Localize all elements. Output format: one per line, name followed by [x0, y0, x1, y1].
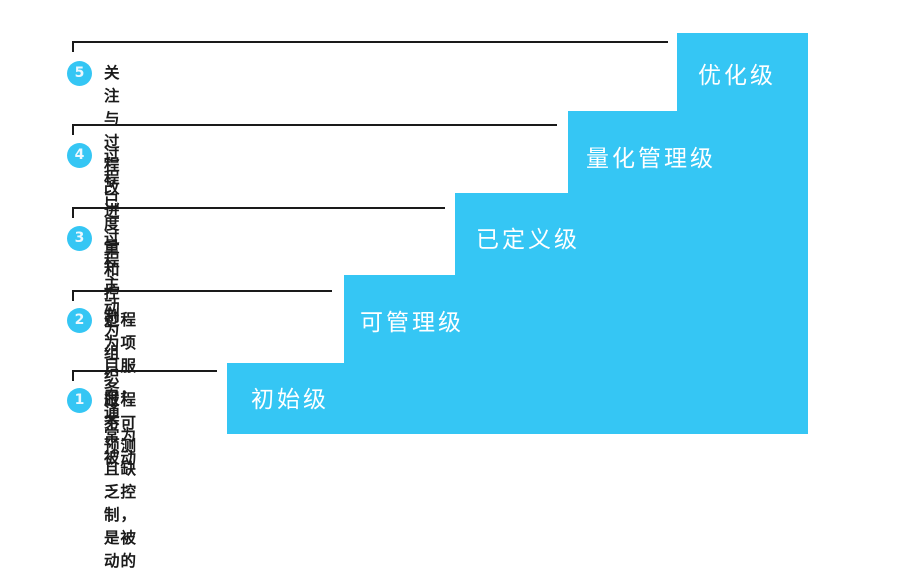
step-block-5	[677, 33, 808, 111]
annotation-text-2: 过程为项目服务，通 常为被动	[104, 311, 138, 467]
annotation-text-4: 过程已度量和控制	[104, 146, 121, 325]
maturity-staircase-diagram: 初始级 可管理级 已定义级 量化管理级 优化级 5 关注与过程改进 4 过程已度…	[67, 33, 808, 570]
annotation-badge-5: 5	[67, 61, 92, 86]
step-label-2: 可管理级	[360, 310, 464, 336]
annotation-badge-2: 2	[67, 308, 92, 333]
annotation-text-1: 过程不可预测 且缺乏控制， 是被动的	[104, 391, 138, 570]
leader-tick-4	[72, 124, 74, 135]
annotation-badge-3: 3	[67, 226, 92, 251]
step-block-2	[344, 275, 808, 363]
leader-line-4	[72, 124, 557, 126]
annotation-badge-1: 1	[67, 388, 92, 413]
step-label-3: 已定义级	[476, 227, 580, 253]
annotation-text-5: 关注与过程改进	[104, 64, 121, 220]
step-label-1: 初始级	[251, 387, 329, 413]
leader-line-3	[72, 207, 445, 209]
step-block-1	[227, 363, 808, 434]
leader-tick-1	[72, 370, 74, 381]
annotation-badge-4: 4	[67, 143, 92, 168]
leader-line-5	[72, 41, 668, 43]
step-block-3	[455, 193, 808, 275]
leader-tick-3	[72, 207, 74, 218]
leader-line-1	[72, 370, 217, 372]
leader-tick-2	[72, 290, 74, 301]
leader-tick-5	[72, 41, 74, 52]
staircase-group: 初始级 可管理级 已定义级 量化管理级 优化级	[227, 33, 808, 434]
step-block-4	[568, 111, 808, 193]
annotation-group: 5 关注与过程改进 4 过程已度量和控制 3 过程主动为组织服务 2 过程为项目…	[67, 41, 668, 570]
step-label-4: 量化管理级	[586, 146, 716, 172]
leader-line-2	[72, 290, 332, 292]
step-label-5: 优化级	[698, 63, 776, 89]
